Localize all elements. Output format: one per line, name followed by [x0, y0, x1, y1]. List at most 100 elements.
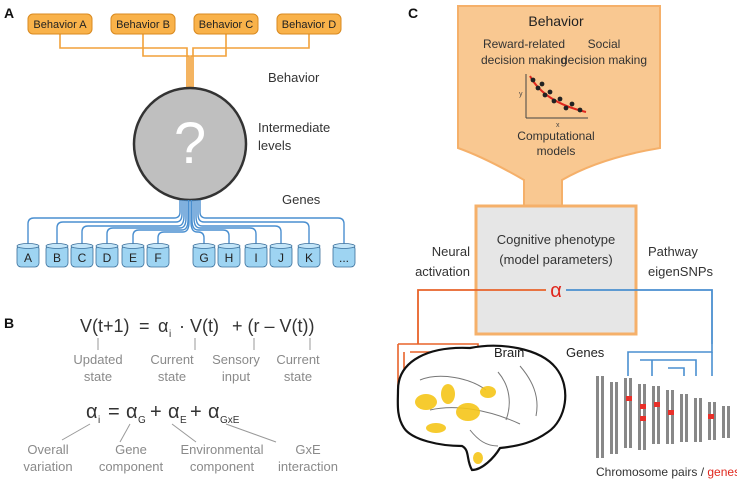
c-models-2: models	[537, 144, 576, 158]
gene-e-label: E	[129, 251, 137, 265]
c-genes-label: Genes	[566, 345, 605, 360]
eq2-label-3-line1: Environmental	[180, 442, 263, 457]
gene-cylinder-e: E	[121, 243, 145, 268]
c-neural-2: activation	[415, 264, 470, 279]
behavior-box-c: Behavior C	[193, 13, 259, 35]
gene-cylinder-g: G	[192, 243, 216, 268]
brain-activation	[473, 452, 483, 464]
eq1-equals: =	[139, 316, 150, 336]
eq2-sub-g: G	[138, 415, 146, 426]
intermediate-label-2: levels	[258, 138, 292, 153]
brain-activation	[480, 386, 496, 398]
gene-i-label: I	[254, 251, 257, 265]
eq2-alpha-i: α	[86, 401, 98, 423]
gene-cylinder-k: K	[297, 243, 321, 268]
gene-cylinder-h: H	[217, 243, 241, 268]
gene-cylinder-i: I	[244, 243, 268, 268]
eq2-sub-gxe: GxE	[220, 415, 240, 426]
eq1-label-4-line2: state	[284, 369, 312, 384]
gene-a-label: A	[24, 251, 32, 265]
svg-text:Chromosome pairs / genes: Chromosome pairs / genes	[596, 465, 737, 479]
pathway-connector	[566, 289, 713, 344]
eq2-label-2-line1: Gene	[115, 442, 147, 457]
brain-activation	[415, 394, 437, 410]
mini-scatter: y x	[519, 74, 588, 129]
c-pathway-1: Pathway	[648, 244, 698, 259]
eq2-alpha-gxe: α	[208, 401, 220, 423]
behavior-box-b: Behavior B	[110, 13, 176, 35]
c-chrom-label: Chromosome pairs /	[596, 465, 707, 479]
intermediate-label-1: Intermediate	[258, 120, 330, 135]
eq2-label-1-line2: variation	[23, 459, 72, 474]
equation-2: α i = α G + α E + α GxE	[86, 401, 240, 426]
gene-cylinder-j: J	[269, 243, 293, 268]
gene-cylinders: A B C D E F G H I J K ...	[16, 243, 356, 268]
neural-connector	[417, 289, 546, 344]
gene-cylinder-b: B	[45, 243, 69, 268]
eq2-plus-1: +	[150, 401, 162, 423]
gene-cylinder-d: D	[95, 243, 119, 268]
eq2-label-4-line1: GxE	[295, 442, 321, 457]
mini-point	[535, 85, 541, 91]
c-reward-2: decision making	[481, 53, 567, 67]
mini-point	[557, 96, 563, 102]
mini-point	[563, 105, 569, 111]
eq1-dot-v: · V(t)	[179, 316, 219, 336]
behavior-box-d: Behavior D	[276, 13, 342, 35]
gene-cylinder-a: A	[16, 243, 40, 268]
eq2-label-3-line2: component	[190, 459, 255, 474]
gene-connectors	[27, 200, 345, 245]
mini-point	[539, 81, 545, 87]
equation-1: V(t+1) = α i · V(t) + (r – V(t))	[80, 316, 315, 340]
gene-c-label: C	[78, 251, 87, 265]
behavior-c-label: Behavior C	[199, 19, 253, 31]
behavior-box-a: Behavior A	[27, 13, 93, 35]
gene-h-label: H	[225, 251, 234, 265]
behavior-level-label: Behavior	[268, 70, 320, 85]
intermediate-circle	[132, 86, 248, 202]
c-social-1: Social	[588, 37, 621, 51]
question-mark: ?	[174, 111, 206, 176]
brain-activation	[456, 403, 480, 421]
eq1-label-2-line2: state	[158, 369, 186, 384]
c-pathway-2: eigenSNPs	[648, 264, 714, 279]
behavior-a-label: Behavior A	[33, 19, 87, 31]
eq2-equals: =	[108, 401, 120, 423]
eq1-label-3-line2: input	[222, 369, 251, 384]
eq1-alpha-sub: i	[169, 329, 171, 340]
brain-outline	[396, 344, 567, 472]
eq1-lhs: V(t+1)	[80, 316, 130, 336]
panel-c-letter: C	[408, 5, 418, 21]
panel-a-letter: A	[4, 5, 14, 21]
gene-cylinder-c: C	[70, 243, 94, 268]
mini-point	[577, 107, 583, 113]
eq2-alpha-g: α	[126, 401, 138, 423]
eq2-pointers	[61, 423, 277, 443]
gene-cylinder-more: ...	[332, 243, 356, 268]
eq1-pointers	[97, 338, 311, 350]
behavior-connectors	[59, 34, 310, 92]
gene-cylinder-f: F	[146, 243, 170, 268]
eq2-label-4-line2: interaction	[278, 459, 338, 474]
gene-more-label: ...	[339, 251, 349, 265]
c-social-2: decision making	[561, 53, 647, 67]
eq1-label-1-line2: state	[84, 369, 112, 384]
mini-point	[551, 98, 557, 104]
eq1-label-3-line1: Sensory	[212, 352, 260, 367]
mini-point	[547, 89, 553, 95]
eq1-alpha: α	[158, 316, 168, 336]
behavior-b-label: Behavior B	[116, 19, 170, 31]
eq2-sub-i: i	[98, 415, 100, 426]
behavior-d-label: Behavior D	[282, 19, 336, 31]
c-alpha: α	[550, 280, 562, 302]
eq2-label-2-line2: component	[99, 459, 164, 474]
c-phenotype-1: Cognitive phenotype	[497, 232, 616, 247]
gene-k-label: K	[305, 251, 313, 265]
brain-activation	[426, 423, 446, 433]
gene-tree	[627, 344, 713, 376]
eq2-label-1-line1: Overall	[27, 442, 68, 457]
gene-g-label: G	[199, 251, 208, 265]
c-brain-label: Brain	[494, 345, 524, 360]
eq2-alpha-e: α	[168, 401, 180, 423]
